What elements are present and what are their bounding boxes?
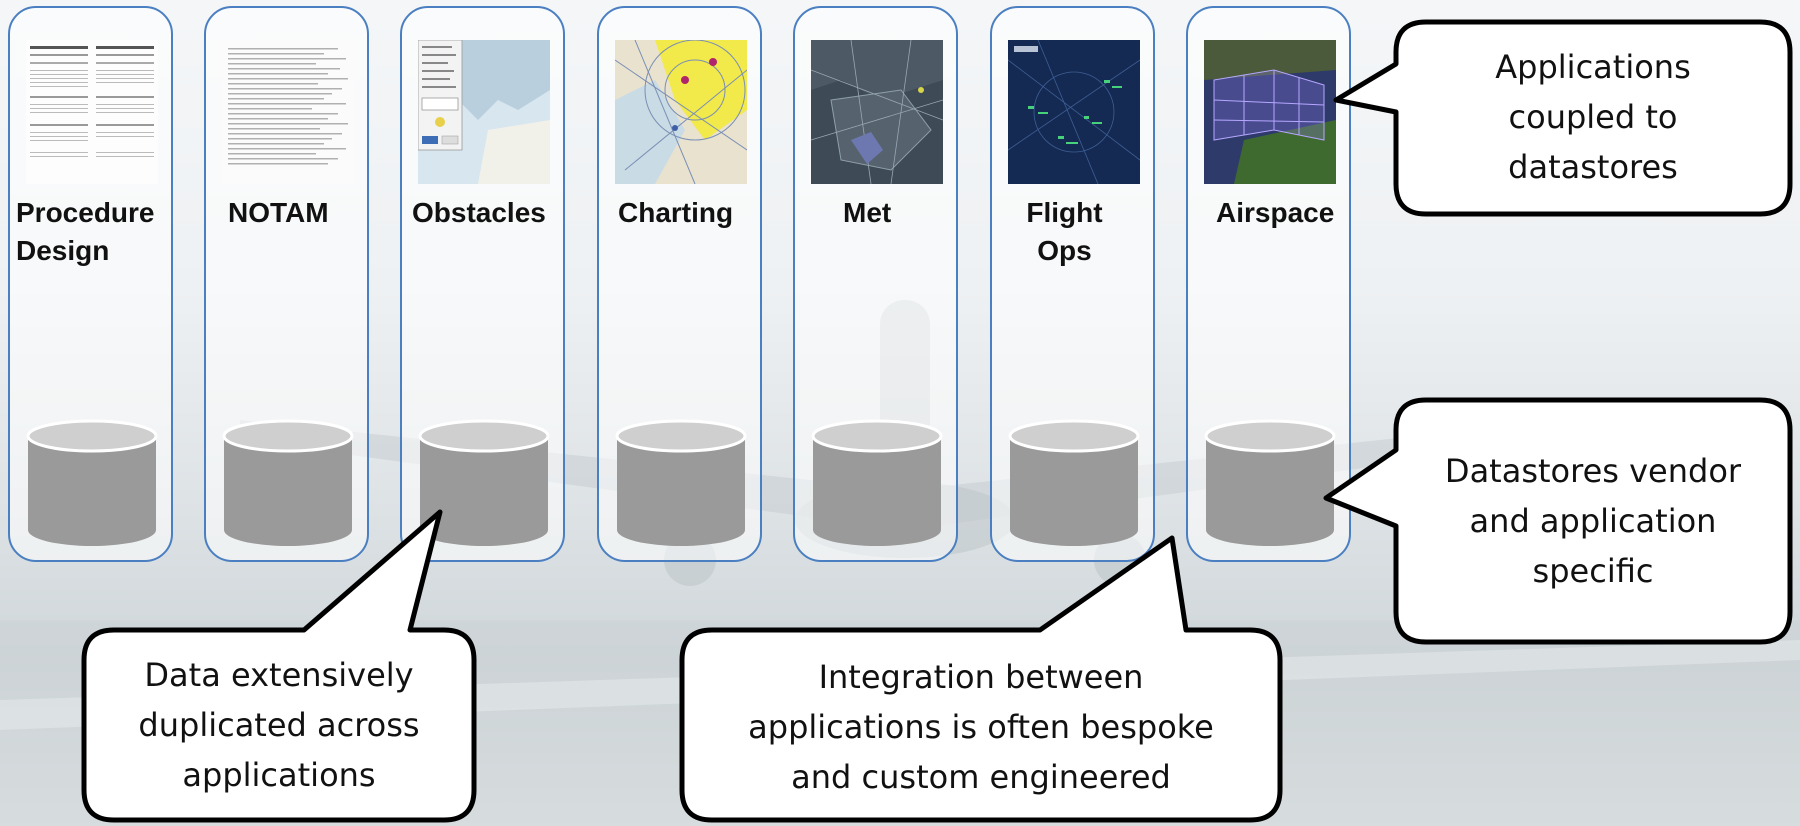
application-column-notam: NOTAM bbox=[204, 6, 369, 562]
notam-text-thumbnail bbox=[222, 40, 354, 184]
application-column-airspace: Airspace bbox=[1186, 6, 1351, 562]
application-label: Charting bbox=[618, 197, 734, 228]
datastore-icon bbox=[418, 419, 550, 546]
application-label: Procedure Design bbox=[16, 197, 155, 266]
datastore-icon bbox=[615, 419, 747, 546]
callout-integration-text: Integration between applications is ofte… bbox=[748, 658, 1214, 796]
application-column-flight-ops: Flight Ops bbox=[990, 6, 1155, 562]
datastore-icon bbox=[222, 419, 354, 546]
radar-display-thumbnail bbox=[1008, 40, 1140, 184]
procedure-document-thumbnail bbox=[26, 40, 158, 184]
application-label: Obstacles bbox=[412, 197, 546, 228]
application-column-obstacles: Obstacles bbox=[400, 6, 565, 562]
application-column-procedure-design: Procedure Design bbox=[8, 6, 173, 562]
datastore-icon bbox=[26, 419, 158, 546]
application-label: Flight Ops bbox=[1026, 197, 1103, 266]
datastore-icon bbox=[811, 419, 943, 546]
application-column-charting: Charting bbox=[597, 6, 762, 562]
application-column-met: Met bbox=[793, 6, 958, 562]
callout-data-duplicated-text: Data extensively duplicated across appli… bbox=[138, 656, 420, 794]
airspace-3d-thumbnail bbox=[1204, 40, 1336, 184]
datastore-icon bbox=[1008, 419, 1140, 546]
datastore-icon bbox=[1204, 419, 1336, 546]
callout-datastores-text: Datastores vendor and application specif… bbox=[1444, 452, 1742, 590]
weather-map-thumbnail bbox=[811, 40, 943, 184]
callout-applications-coupled-text: Applications coupled to datastores bbox=[1495, 48, 1691, 186]
aeronautical-chart-thumbnail bbox=[615, 40, 747, 184]
obstacles-map-thumbnail bbox=[418, 40, 550, 184]
application-label: NOTAM bbox=[228, 197, 329, 228]
application-label: Airspace bbox=[1216, 197, 1335, 228]
application-label: Met bbox=[843, 197, 892, 228]
